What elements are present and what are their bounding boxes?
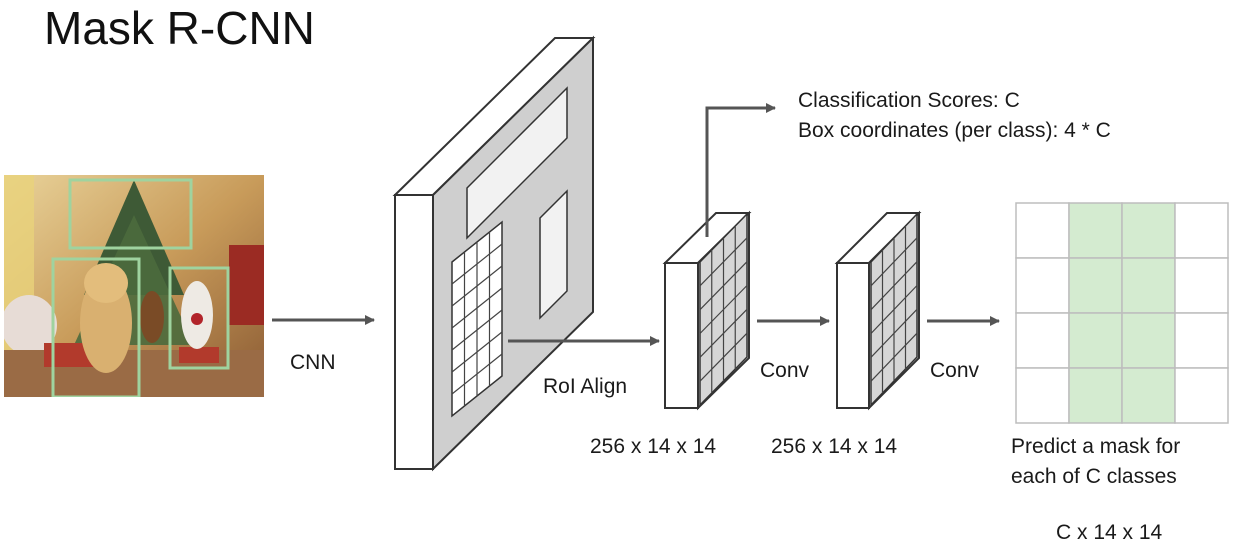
detection-box-tree xyxy=(68,178,193,250)
mask-cell xyxy=(1015,312,1070,369)
detection-box-cat xyxy=(168,266,230,370)
page-title: Mask R-CNN xyxy=(44,2,315,54)
label-dim-2: 256 x 14 x 14 xyxy=(771,435,898,458)
mask-cell xyxy=(1068,367,1123,424)
mask-cell xyxy=(1174,312,1229,369)
label-box-coordinates: Box coordinates (per class): 4 * C xyxy=(798,119,1111,142)
mask-cell xyxy=(1015,202,1070,259)
conv-feature-map xyxy=(834,210,922,411)
detection-box-dog xyxy=(51,257,141,397)
roi-grid xyxy=(451,220,503,418)
photo-chair xyxy=(229,245,264,325)
input-image xyxy=(4,175,264,397)
label-classification-scores: Classification Scores: C xyxy=(798,89,1020,112)
roi-feature-grid xyxy=(699,212,748,407)
region-proposal-top xyxy=(466,86,568,240)
roi-feature-map xyxy=(662,210,752,411)
label-cnn: CNN xyxy=(290,351,336,374)
mask-cell xyxy=(1121,312,1176,369)
mask-cell xyxy=(1174,367,1229,424)
label-conv-1: Conv xyxy=(760,359,810,382)
mask-output-grid xyxy=(1015,202,1229,424)
label-mask-dim: C x 14 x 14 xyxy=(1056,521,1163,544)
mask-cell xyxy=(1174,257,1229,314)
label-dim-1: 256 x 14 x 14 xyxy=(590,435,717,458)
backbone-feature-map xyxy=(392,35,596,472)
label-conv-2: Conv xyxy=(930,359,980,382)
label-roi-align: RoI Align xyxy=(543,375,628,398)
photo-pillow xyxy=(4,295,57,355)
region-proposal-right xyxy=(539,189,568,320)
arrow-classification xyxy=(705,103,776,237)
mask-cell xyxy=(1015,367,1070,424)
mask-cell xyxy=(1068,202,1123,259)
label-predict-mask-1: Predict a mask for xyxy=(1011,435,1181,458)
photo-small-dog xyxy=(140,291,164,343)
conv-feature-grid xyxy=(870,212,918,407)
mask-cell xyxy=(1174,202,1229,259)
mask-cell xyxy=(1121,367,1176,424)
label-predict-mask-2: each of C classes xyxy=(1011,465,1177,488)
mask-cell xyxy=(1068,257,1123,314)
mask-cell xyxy=(1121,257,1176,314)
feature-map-side xyxy=(394,194,434,470)
mask-cell xyxy=(1068,312,1123,369)
mask-cell xyxy=(1121,202,1176,259)
mask-cell xyxy=(1015,257,1070,314)
